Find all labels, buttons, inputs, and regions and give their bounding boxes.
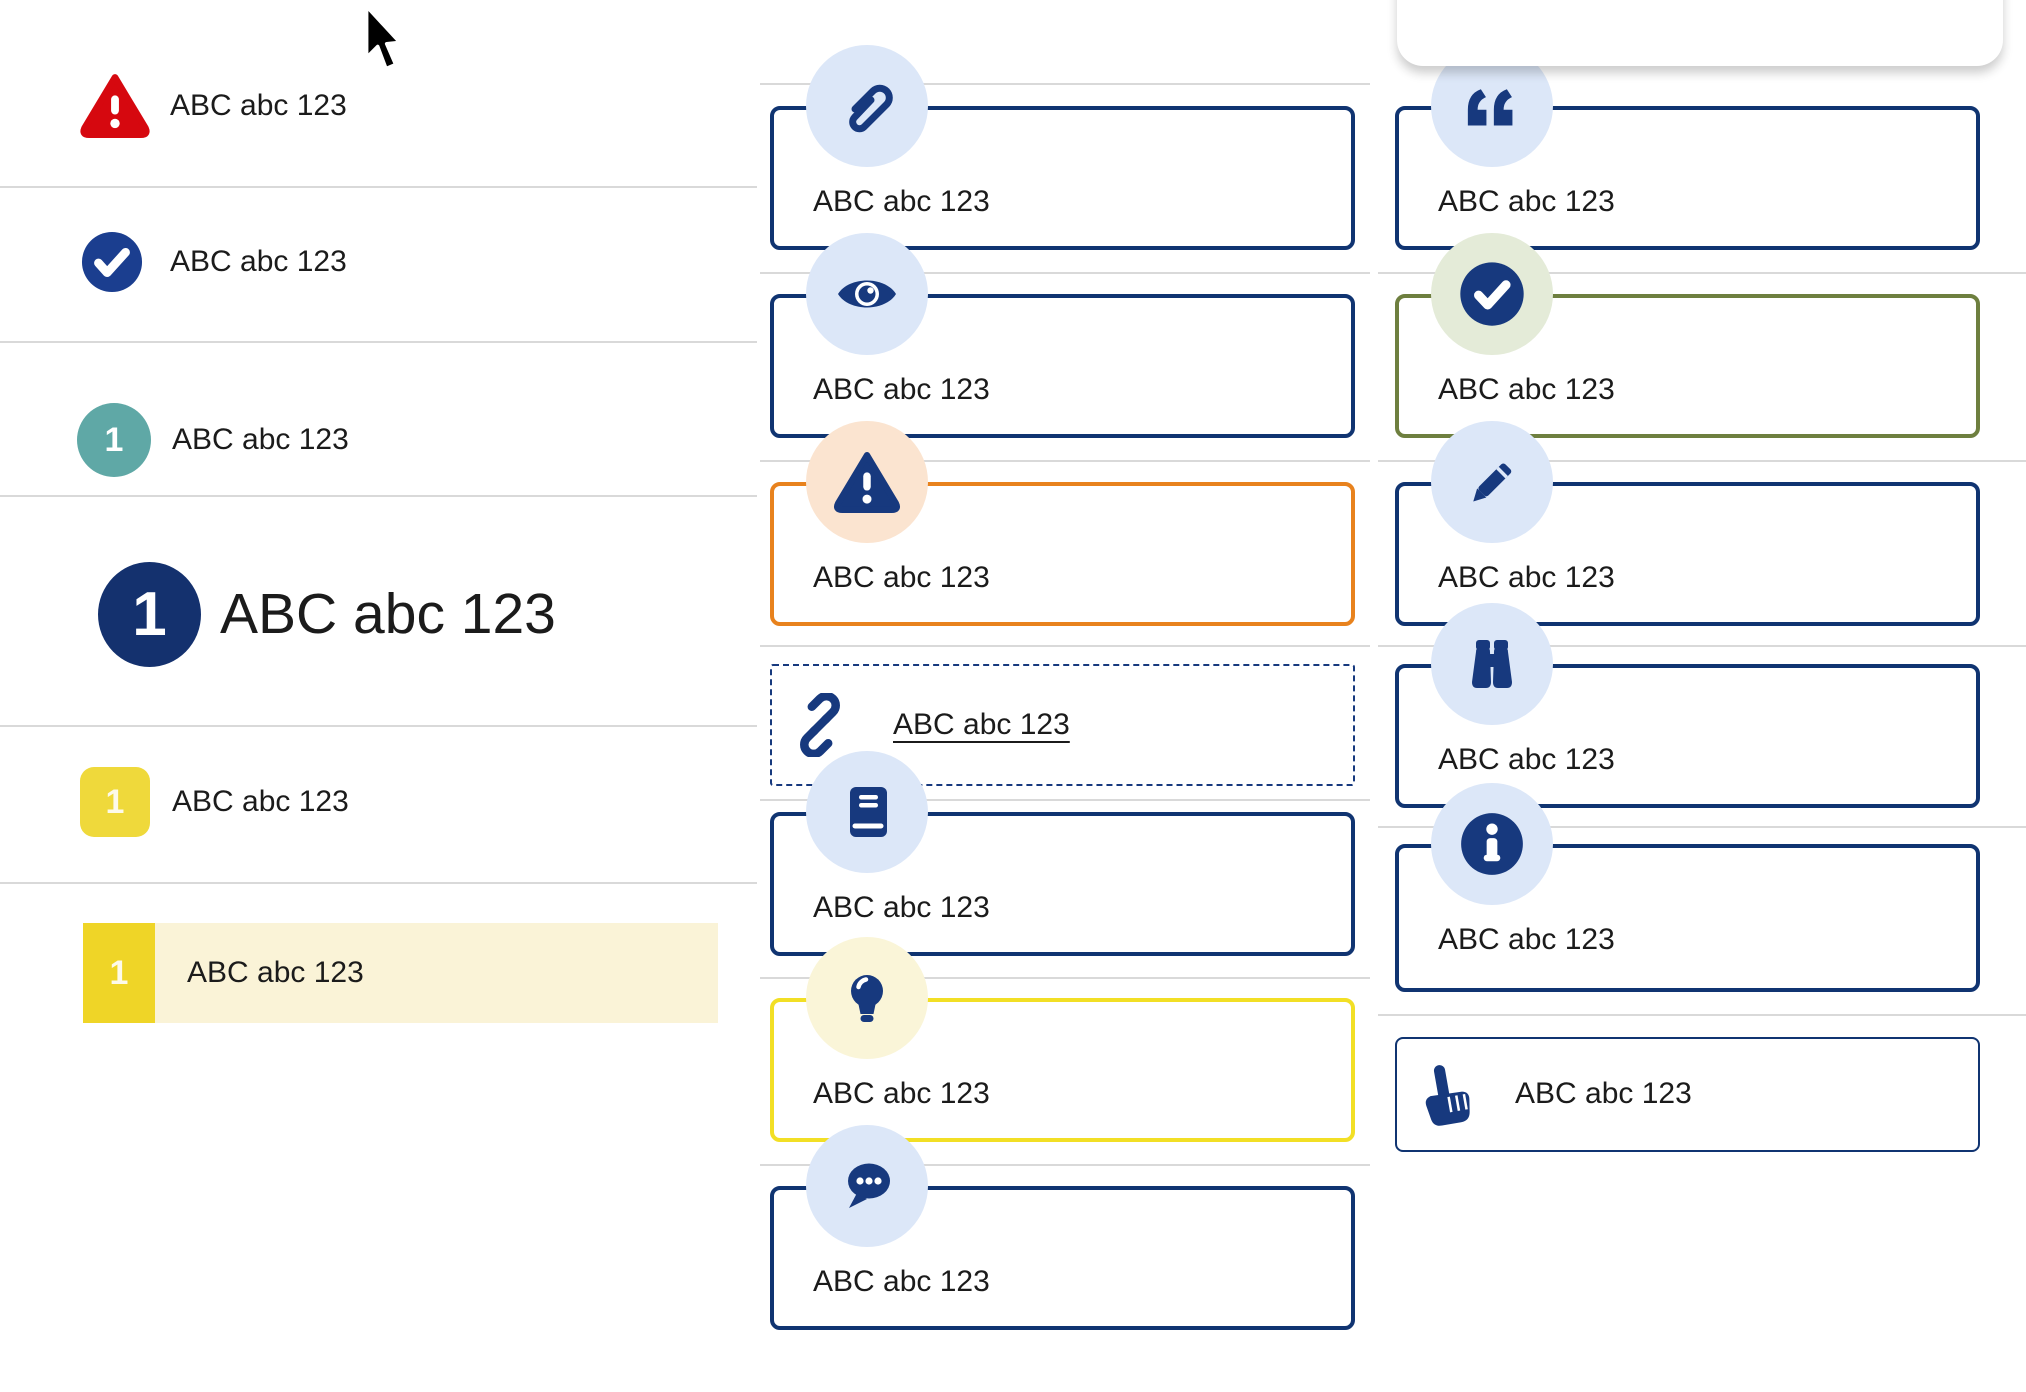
callout-card-action[interactable]: ABC abc 123: [1395, 1037, 1980, 1152]
divider: [1378, 645, 2026, 647]
check-circle-icon: [1431, 233, 1553, 355]
pencil-icon: [1431, 421, 1553, 543]
divider: [760, 1164, 1370, 1166]
divider: [1378, 1014, 2026, 1016]
divider: [1378, 826, 2026, 828]
lightbulb-icon: [806, 937, 928, 1059]
link-icon: [800, 693, 840, 757]
list-item-step-yellow[interactable]: 1 ABC abc 123: [0, 756, 757, 848]
list-item-check[interactable]: ABC abc 123: [0, 216, 757, 308]
callout-card-success: ABC abc 123: [1395, 233, 1980, 438]
list-item-warning[interactable]: ABC abc 123: [0, 60, 757, 152]
divider: [760, 799, 1370, 801]
callout-card-comment: ABC abc 123: [770, 1125, 1355, 1330]
divider: [0, 882, 757, 884]
large-navy-number-badge: 1: [98, 562, 201, 667]
card-label: ABC abc 123: [813, 185, 990, 218]
yellow-number-badge: 1: [80, 767, 150, 837]
list-item-label: ABC abc 123: [172, 785, 349, 818]
list-item-label: ABC abc 123: [170, 89, 347, 122]
divider: [0, 186, 757, 188]
binoculars-icon: [1431, 603, 1553, 725]
divider: [760, 272, 1370, 274]
card-label: ABC abc 123: [813, 1077, 990, 1110]
yellow-tab-badge: 1: [83, 923, 155, 1023]
warning-icon: [806, 421, 928, 543]
list-item-step-teal[interactable]: 1 ABC abc 123: [0, 394, 757, 486]
card-label: ABC abc 123: [1438, 923, 1615, 956]
list-item-label: ABC abc 123: [187, 956, 364, 989]
badge-number: 1: [132, 579, 167, 649]
divider: [1378, 460, 2026, 462]
hand-pointer-icon: [1425, 1065, 1470, 1126]
teal-number-badge: 1: [77, 403, 151, 477]
warning-triangle-icon: [80, 74, 150, 138]
divider: [760, 645, 1370, 647]
callout-card-warning: ABC abc 123: [770, 421, 1355, 626]
card-label: ABC abc 123: [1438, 373, 1615, 406]
highlight-row-background: [155, 923, 718, 1023]
card-label: ABC abc 123: [1438, 743, 1615, 776]
divider: [0, 725, 757, 727]
divider: [0, 495, 757, 497]
check-circle-icon: [81, 231, 143, 293]
badge-number: 1: [109, 954, 129, 992]
card-label: ABC abc 123: [1438, 561, 1615, 594]
info-icon: [1431, 783, 1553, 905]
callout-card-view: ABC abc 123: [770, 233, 1355, 438]
card-label: ABC abc 123: [813, 561, 990, 594]
list-item-label: ABC abc 123: [172, 423, 349, 456]
list-item-label: ABC abc 123: [220, 582, 556, 646]
chat-icon: [806, 1125, 928, 1247]
top-sheet-edge: [1397, 0, 2003, 66]
callout-card-tip: ABC abc 123: [770, 937, 1355, 1142]
divider: [760, 977, 1370, 979]
badge-number: 1: [104, 421, 124, 459]
book-icon: [806, 751, 928, 873]
badge-number: 1: [105, 783, 125, 821]
card-label: ABC abc 123: [1438, 185, 1615, 218]
list-item-step-selected[interactable]: 1 ABC abc 123: [0, 923, 757, 1023]
list-item-label: ABC abc 123: [170, 245, 347, 278]
card-link[interactable]: ABC abc 123: [893, 708, 1070, 741]
paperclip-icon: [806, 45, 928, 167]
callout-card-edit: ABC abc 123: [1395, 421, 1980, 626]
callout-card-quote: ABC abc 123: [1395, 45, 1980, 250]
callout-card-info: ABC abc 123: [1395, 783, 1980, 992]
divider: [760, 83, 1370, 85]
mouse-cursor: [364, 5, 402, 71]
card-label: ABC abc 123: [813, 891, 990, 924]
divider: [760, 460, 1370, 462]
divider: [0, 341, 757, 343]
divider: [1378, 272, 2026, 274]
list-item-step-large[interactable]: 1 ABC abc 123: [0, 556, 757, 676]
card-label: ABC abc 123: [813, 1265, 990, 1298]
callout-card-manual: ABC abc 123: [770, 751, 1355, 956]
card-label: ABC abc 123: [813, 373, 990, 406]
callout-card-attachment: ABC abc 123: [770, 45, 1355, 250]
eye-icon: [806, 233, 928, 355]
card-label: ABC abc 123: [1515, 1077, 1692, 1110]
